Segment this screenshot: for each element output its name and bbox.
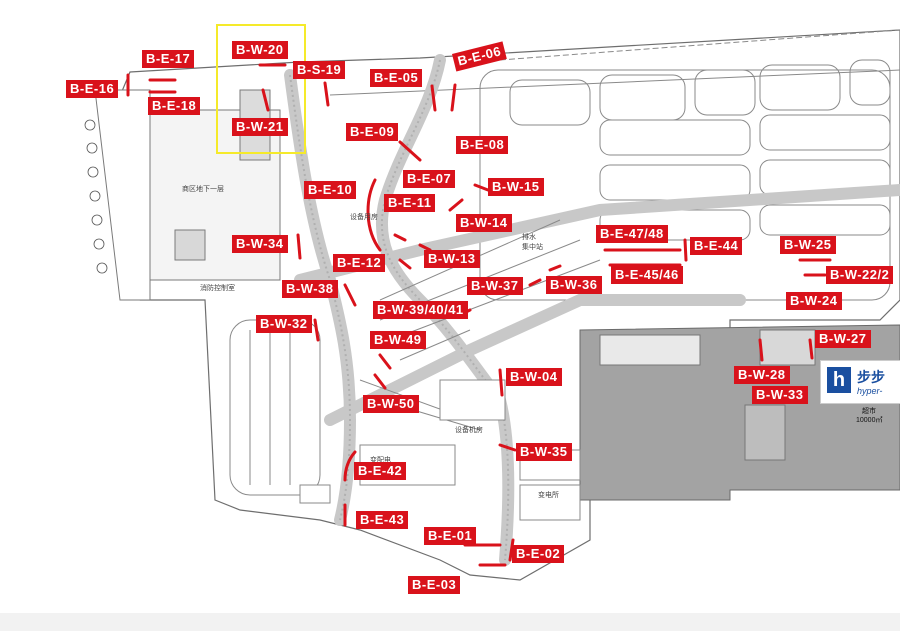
- label-b-w-15[interactable]: B-W-15: [488, 178, 544, 196]
- logo-text: 步步: [857, 369, 885, 385]
- area-value: 10000㎡: [856, 417, 883, 424]
- logo-subtext: hyper-: [857, 386, 883, 396]
- label-b-e-45-46[interactable]: B-E-45/46: [611, 266, 683, 284]
- label-b-e-42[interactable]: B-E-42: [354, 462, 407, 480]
- station-text: 集中站: [522, 244, 543, 251]
- label-b-w-32[interactable]: B-W-32: [256, 315, 312, 333]
- label-b-w-50[interactable]: B-W-50: [363, 395, 419, 413]
- label-b-e-16[interactable]: B-E-16: [66, 80, 119, 98]
- drain-text: 排水: [522, 234, 536, 241]
- highlight-box: [216, 24, 306, 154]
- grid-axis-markers: [84, 119, 108, 274]
- label-b-w-22-2[interactable]: B-W-22/2: [826, 266, 894, 284]
- label-b-e-01[interactable]: B-E-01: [424, 527, 477, 545]
- label-b-w-04[interactable]: B-W-04: [506, 368, 562, 386]
- label-b-w-20[interactable]: B-W-20: [232, 41, 288, 59]
- label-b-e-05[interactable]: B-E-05: [370, 69, 423, 87]
- label-b-e-11[interactable]: B-E-11: [384, 194, 436, 212]
- supermarket-block: [579, 324, 900, 501]
- lower-floor-text: 商区地下一层: [182, 186, 224, 193]
- equipment-text-2: 设备机房: [455, 427, 483, 434]
- roads-dots: [289, 59, 510, 561]
- logo-mark: h: [827, 367, 851, 393]
- label-b-w-37[interactable]: B-W-37: [467, 277, 523, 295]
- label-b-w-35[interactable]: B-W-35: [516, 443, 572, 461]
- label-b-e-02[interactable]: B-E-02: [512, 545, 565, 563]
- label-b-w-38[interactable]: B-W-38: [282, 280, 338, 298]
- label-b-w-24[interactable]: B-W-24: [786, 292, 842, 310]
- label-b-e-08[interactable]: B-E-08: [456, 136, 509, 154]
- label-b-w-14[interactable]: B-W-14: [456, 214, 512, 232]
- label-b-e-18[interactable]: B-E-18: [148, 97, 201, 115]
- label-b-w-49[interactable]: B-W-49: [370, 331, 426, 349]
- substation-text: 变电所: [538, 492, 559, 499]
- label-b-w-28[interactable]: B-W-28: [734, 366, 790, 384]
- label-b-e-43[interactable]: B-E-43: [356, 511, 409, 529]
- label-b-e-17[interactable]: B-E-17: [142, 50, 195, 68]
- label-b-w-34[interactable]: B-W-34: [232, 235, 288, 253]
- label-b-w-27[interactable]: B-W-27: [815, 330, 871, 348]
- label-b-w-33[interactable]: B-W-33: [752, 386, 808, 404]
- area-label: 超市: [862, 408, 876, 415]
- supermarket-logo: h 步步 hyper-: [820, 360, 900, 404]
- label-b-w-13[interactable]: B-W-13: [424, 250, 480, 268]
- label-b-w-25[interactable]: B-W-25: [780, 236, 836, 254]
- label-b-s-19[interactable]: B-S-19: [293, 61, 346, 79]
- label-b-e-44[interactable]: B-E-44: [690, 237, 743, 255]
- label-b-e-03[interactable]: B-E-03: [408, 576, 461, 594]
- transformer-text: 变配电: [370, 457, 391, 464]
- label-b-w-39-40-41[interactable]: B-W-39/40/41: [373, 301, 468, 319]
- equipment-text-1: 设备用房: [350, 214, 378, 221]
- label-b-e-07[interactable]: B-E-07: [403, 170, 456, 188]
- label-b-w-21[interactable]: B-W-21: [232, 118, 288, 136]
- label-b-e-47-48[interactable]: B-E-47/48: [596, 225, 668, 243]
- label-b-e-12[interactable]: B-E-12: [333, 254, 386, 272]
- bottom-strip: [0, 613, 900, 631]
- fire-control-text: 消防控制室: [200, 285, 235, 292]
- entrance-markers: [126, 63, 832, 567]
- label-b-e-10[interactable]: B-E-10: [304, 181, 357, 199]
- label-b-e-09[interactable]: B-E-09: [346, 123, 399, 141]
- label-b-w-36[interactable]: B-W-36: [546, 276, 602, 294]
